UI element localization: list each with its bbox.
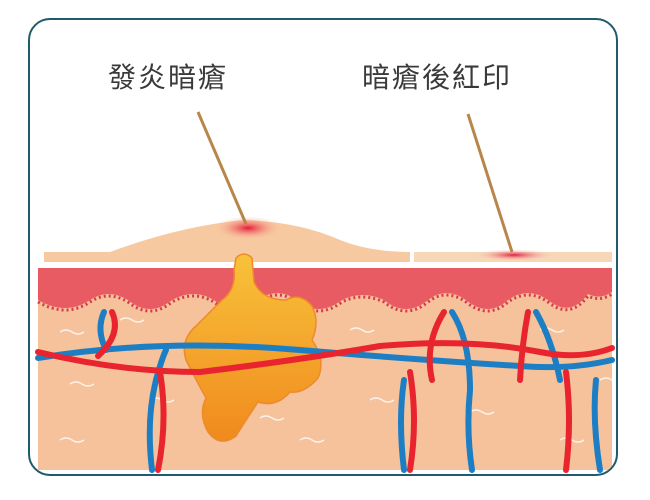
arteries [35, 309, 615, 473]
epidermis-layer [38, 268, 612, 309]
basal-cell-line [37, 292, 613, 313]
label-inflamed-acne: 發炎暗瘡 [108, 61, 229, 94]
skin-surface-gap [38, 262, 612, 268]
red-mark-spot [474, 249, 554, 261]
label-post-acne-red-mark: 暗瘡後紅印 [362, 61, 513, 94]
veins [35, 309, 615, 473]
inflamed-red-spot [214, 216, 282, 240]
inflamed-bump-skin [44, 220, 410, 262]
pointer-inflamed-acne [196, 111, 248, 225]
pointer-red-mark [466, 113, 514, 253]
